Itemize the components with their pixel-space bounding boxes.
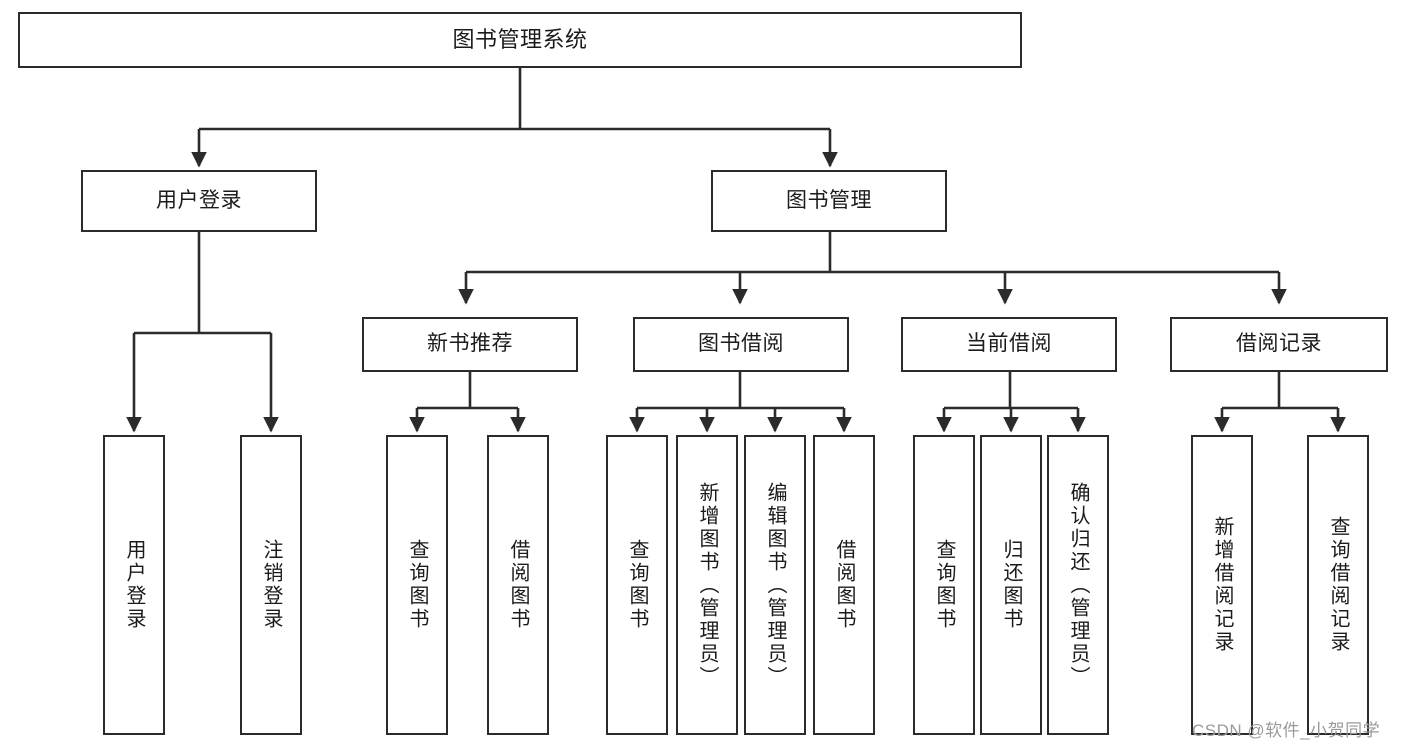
node-leaf-query-book-3[interactable]: 查询图书 [913,435,975,735]
node-current-borrow[interactable]: 当前借阅 [901,317,1117,372]
node-leaf-query-book-2[interactable]: 查询图书 [606,435,668,735]
node-leaf-add-book-label: 新增图书（管理员） [696,481,718,689]
node-user-login[interactable]: 用户登录 [81,170,317,232]
node-leaf-add-record[interactable]: 新增借阅记录 [1191,435,1253,735]
node-borrow-record[interactable]: 借阅记录 [1170,317,1388,372]
node-book-manage[interactable]: 图书管理 [711,170,947,232]
node-leaf-user-login-label: 用户登录 [123,539,145,631]
node-leaf-return-book-label: 归还图书 [1000,539,1022,631]
node-leaf-borrow-book-1-label: 借阅图书 [507,539,529,631]
node-leaf-user-login[interactable]: 用户登录 [103,435,165,735]
node-leaf-query-book-1-label: 查询图书 [406,539,428,631]
node-leaf-borrow-book-2[interactable]: 借阅图书 [813,435,875,735]
node-leaf-query-book-1[interactable]: 查询图书 [386,435,448,735]
node-leaf-confirm-return-label: 确认归还（管理员） [1067,481,1089,689]
node-leaf-query-record-label: 查询借阅记录 [1327,516,1349,654]
node-leaf-query-book-3-label: 查询图书 [933,539,955,631]
node-leaf-edit-book-label: 编辑图书（管理员） [764,481,786,689]
node-leaf-query-record[interactable]: 查询借阅记录 [1307,435,1369,735]
node-leaf-return-book[interactable]: 归还图书 [980,435,1042,735]
node-leaf-add-book[interactable]: 新增图书（管理员） [676,435,738,735]
node-root-label: 图书管理系统 [452,27,588,53]
node-book-manage-label: 图书管理 [786,188,872,212]
node-current-borrow-label: 当前借阅 [966,332,1052,356]
node-new-book-rec-label: 新书推荐 [427,332,513,356]
node-leaf-add-record-label: 新增借阅记录 [1211,516,1233,654]
node-borrow-record-label: 借阅记录 [1236,332,1322,356]
node-book-borrow[interactable]: 图书借阅 [633,317,849,372]
node-user-login-label: 用户登录 [156,188,242,212]
node-leaf-logout[interactable]: 注销登录 [240,435,302,735]
node-leaf-confirm-return[interactable]: 确认归还（管理员） [1047,435,1109,735]
node-book-borrow-label: 图书借阅 [698,332,784,356]
node-leaf-query-book-2-label: 查询图书 [626,539,648,631]
node-leaf-logout-label: 注销登录 [260,539,282,631]
node-new-book-rec[interactable]: 新书推荐 [362,317,578,372]
node-leaf-borrow-book-2-label: 借阅图书 [833,539,855,631]
node-root[interactable]: 图书管理系统 [18,12,1022,68]
node-leaf-borrow-book-1[interactable]: 借阅图书 [487,435,549,735]
watermark: CSDN @软件_小贺同学 [1192,721,1381,740]
node-leaf-edit-book[interactable]: 编辑图书（管理员） [744,435,806,735]
